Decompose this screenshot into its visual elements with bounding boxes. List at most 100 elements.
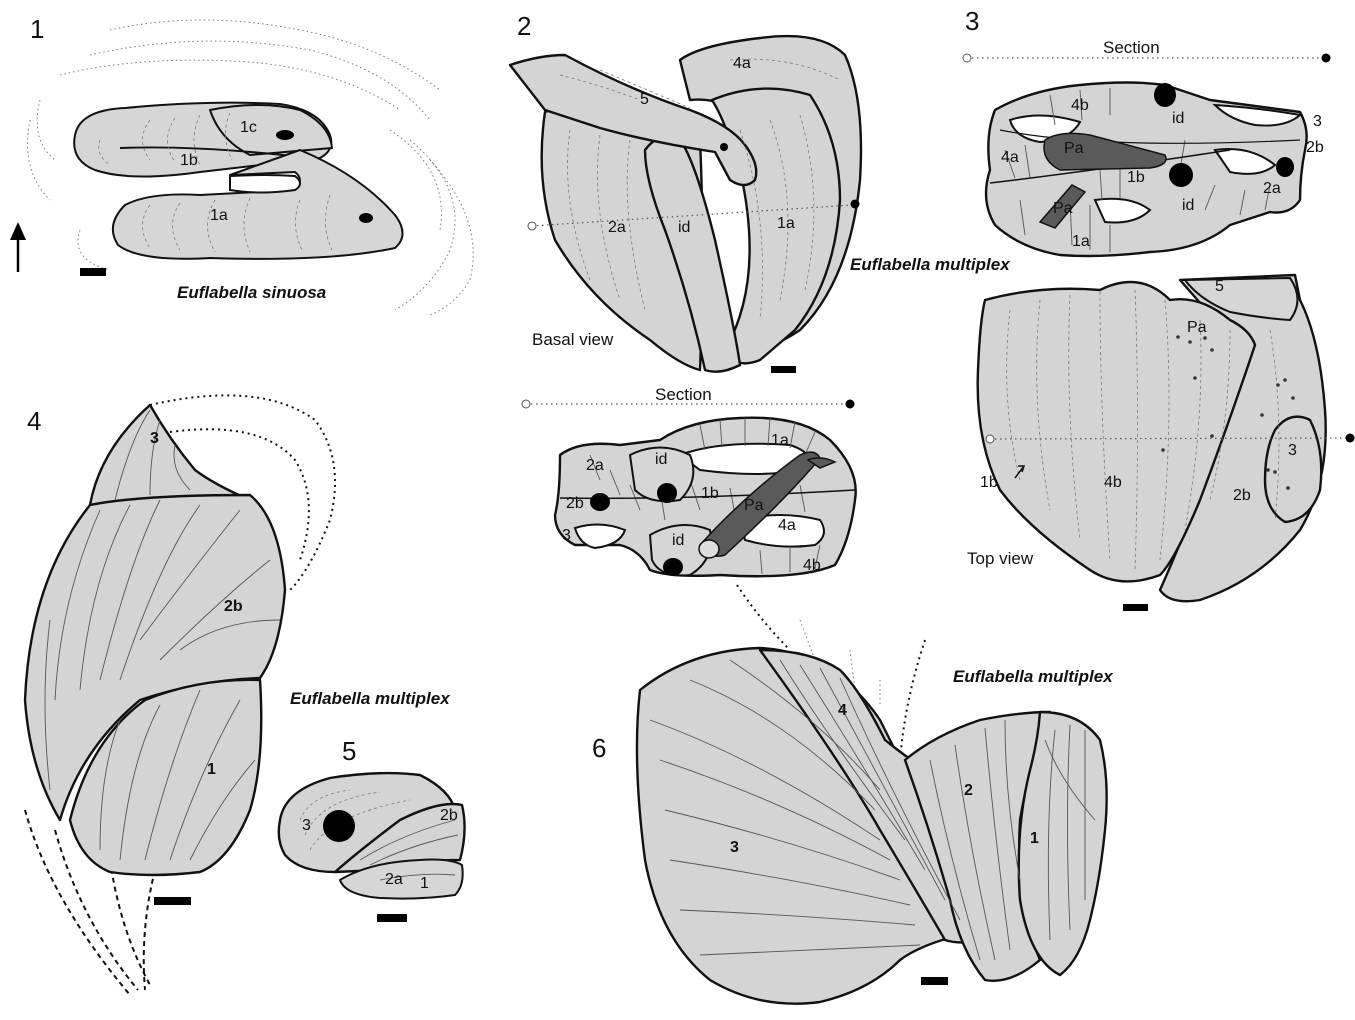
section-scar-id-lower bbox=[663, 558, 683, 576]
scale-bar-5 bbox=[377, 914, 407, 922]
panel-6-number: 6 bbox=[592, 733, 606, 763]
species-label-6: Euflabella multiplex bbox=[953, 667, 1114, 686]
section-end-marker bbox=[851, 200, 860, 209]
label-p4-2b: 2b bbox=[224, 598, 243, 615]
label-p5-2a: 2a bbox=[385, 871, 403, 888]
panel-2-number: 2 bbox=[517, 11, 531, 41]
label-sec2-id-upper: id bbox=[655, 451, 667, 468]
label-sec3-4a: 4a bbox=[1001, 149, 1019, 166]
label-1a: 1a bbox=[210, 207, 228, 224]
caption-basal-view: Basal view bbox=[532, 330, 614, 349]
panel-4: 4 3 2b 1 Euflabella multiplex bbox=[25, 395, 451, 995]
label-sec2-pa: Pa bbox=[744, 497, 764, 514]
label-4a: 4a bbox=[733, 55, 751, 72]
label-sec3-2a: 2a bbox=[1263, 180, 1281, 197]
label-sec3-1b: 1b bbox=[1127, 169, 1145, 186]
section-scar-2b bbox=[590, 493, 610, 511]
panel-1-number: 1 bbox=[30, 14, 44, 44]
scale-bar-2 bbox=[771, 366, 796, 373]
panel-4-number: 4 bbox=[27, 406, 41, 436]
label-p5-2b: 2b bbox=[440, 807, 458, 824]
section-start-marker bbox=[528, 222, 536, 230]
label-sec2-4a: 4a bbox=[778, 517, 796, 534]
p6-dotted-a bbox=[737, 585, 790, 650]
caption-section-3: Section bbox=[1103, 38, 1160, 57]
top-section-end bbox=[1346, 434, 1355, 443]
panel-6: 6 4 3 2 1 Euflabella multiplex bbox=[592, 585, 1114, 1004]
label-sec3-id-lower: id bbox=[1182, 197, 1194, 214]
label-5: 5 bbox=[640, 91, 649, 108]
label-top-1b: 1b bbox=[980, 474, 998, 491]
label-sec3-1a: 1a bbox=[1072, 233, 1090, 250]
scale-bar-1 bbox=[80, 268, 106, 276]
panel-3-section: 3 Section 4b id 3 2b 4a Pa 1b 2a Pa bbox=[963, 6, 1331, 256]
attachment-scar-1c bbox=[276, 130, 294, 140]
section-axis-start bbox=[522, 400, 530, 408]
section-axis-3-start bbox=[963, 54, 971, 62]
label-p6-1: 1 bbox=[1030, 830, 1039, 847]
label-sec2-1a: 1a bbox=[771, 432, 789, 449]
caption-section-2: Section bbox=[655, 385, 712, 404]
panel-2-basal: 2 5 4a 2a id 1a Basal view Euflabella mu… bbox=[510, 11, 1011, 373]
label-p6-4: 4 bbox=[838, 702, 847, 719]
label-1a: 1a bbox=[777, 215, 795, 232]
label-sec2-4b: 4b bbox=[803, 557, 821, 574]
panel-2-section: Section 1a 2a id 2b 1b Pa 3 id bbox=[522, 385, 856, 576]
label-top-4b: 4b bbox=[1104, 474, 1122, 491]
section-scar-id-upper bbox=[657, 483, 677, 503]
label-sec2-2b: 2b bbox=[566, 495, 584, 512]
scale-bar-3 bbox=[1123, 604, 1148, 611]
outline-dashed-d bbox=[144, 870, 155, 990]
label-p5-3: 3 bbox=[302, 817, 311, 834]
label-top-pa: Pa bbox=[1187, 319, 1207, 336]
label-sec2-id-lower: id bbox=[672, 532, 684, 549]
label-p5-1: 1 bbox=[420, 875, 429, 892]
panel-5: 5 3 2b 2a 1 bbox=[279, 736, 465, 922]
label-p4-3: 3 bbox=[150, 430, 159, 447]
pa-base-2 bbox=[699, 540, 719, 558]
section-axis-end bbox=[846, 400, 855, 409]
label-sec3-2b: 2b bbox=[1306, 139, 1324, 156]
label-p6-3: 3 bbox=[730, 839, 739, 856]
p5-aperture bbox=[323, 810, 355, 842]
aperture-gap bbox=[230, 175, 300, 193]
label-sec3-3: 3 bbox=[1313, 113, 1322, 130]
label-2a: 2a bbox=[608, 219, 626, 236]
top-section-start bbox=[986, 435, 994, 443]
scale-bar-6 bbox=[921, 977, 948, 985]
section-axis-3-end bbox=[1322, 54, 1331, 63]
label-1c: 1c bbox=[240, 119, 257, 136]
attachment-point-5 bbox=[720, 143, 728, 151]
top-plate-3 bbox=[1265, 417, 1321, 522]
label-sec3-pa-b: Pa bbox=[1053, 200, 1073, 217]
label-top-2b: 2b bbox=[1233, 487, 1251, 504]
label-sec3-id-upper: id bbox=[1172, 110, 1184, 127]
label-sec2-1b: 1b bbox=[701, 485, 719, 502]
label-sec3-pa-a: Pa bbox=[1064, 140, 1084, 157]
panel-5-number: 5 bbox=[342, 736, 356, 766]
p6-dotted-b bbox=[900, 640, 925, 760]
label-top-5: 5 bbox=[1215, 278, 1224, 295]
caption-top-view: Top view bbox=[967, 549, 1034, 568]
species-label-4: Euflabella multiplex bbox=[290, 689, 451, 708]
label-sec2-3: 3 bbox=[562, 527, 571, 544]
panel-3-top: 5 Pa 3 1b 4b 2b Top view bbox=[967, 275, 1355, 611]
attachment-scar-1a bbox=[359, 213, 373, 223]
label-top-3: 3 bbox=[1288, 442, 1297, 459]
sec3-scar-id-lower bbox=[1169, 163, 1193, 187]
sec3-scar-2a bbox=[1276, 157, 1294, 177]
label-p4-1: 1 bbox=[207, 761, 216, 778]
panel-1: 1 1c 1b 1a bbox=[10, 14, 473, 315]
scale-bar-4 bbox=[154, 897, 191, 905]
label-id: id bbox=[678, 219, 690, 236]
label-1b: 1b bbox=[180, 152, 198, 169]
p4-plate-3 bbox=[90, 405, 250, 505]
label-sec2-2a: 2a bbox=[586, 457, 604, 474]
outline-dashed-c bbox=[110, 860, 150, 985]
label-p6-2: 2 bbox=[964, 782, 973, 799]
species-label-1: Euflabella sinuosa bbox=[177, 283, 326, 302]
species-label-2: Euflabella multiplex bbox=[850, 255, 1011, 274]
sec3-scar-id-upper bbox=[1154, 83, 1176, 107]
